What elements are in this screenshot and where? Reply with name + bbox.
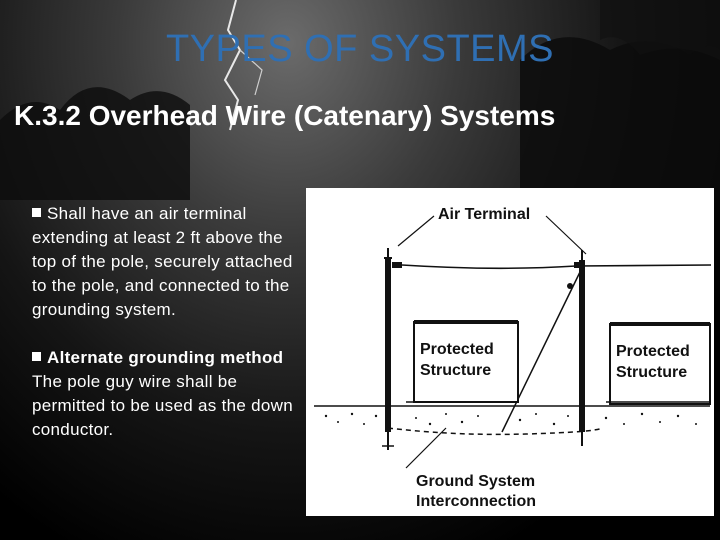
protected-structure-label: Protected	[420, 341, 494, 358]
bullet-item: Shall have an air terminal extending at …	[32, 202, 294, 322]
bullet-heading: Alternate grounding method	[47, 348, 284, 367]
slide-title: TYPES OF SYSTEMS	[165, 28, 555, 70]
soil-texture	[324, 412, 697, 426]
ground-system-label: Ground System	[416, 473, 535, 490]
bullet-square-icon	[32, 208, 41, 217]
ground-interconnection	[387, 427, 603, 436]
bullet-list: Shall have an air terminal extending at …	[32, 202, 294, 442]
protected-structure-label: Protected	[616, 343, 690, 360]
slide-subtitle: K.3.2 Overhead Wire (Catenary) Systems	[14, 100, 556, 131]
bullet-text: The pole guy wire shall be permitted to …	[32, 372, 293, 439]
storm-trees-background	[0, 0, 720, 200]
bullet-square-icon	[32, 352, 41, 361]
catenary-diagram: Air Terminal Protected Structure	[306, 188, 714, 516]
ground-system-label: Interconnection	[416, 493, 536, 510]
protected-structure-label: Structure	[420, 362, 491, 379]
catenary-diagram-svg: Air Terminal Protected Structure	[314, 206, 712, 510]
catenary-wire	[401, 264, 712, 270]
lightning-bolt	[223, 0, 242, 131]
bullet-text: Shall have an air terminal extending at …	[32, 204, 293, 319]
bullet-item: Alternate grounding method The pole guy …	[32, 346, 294, 442]
protected-structure-label: Structure	[616, 364, 687, 381]
air-terminal-label: Air Terminal	[438, 206, 530, 223]
